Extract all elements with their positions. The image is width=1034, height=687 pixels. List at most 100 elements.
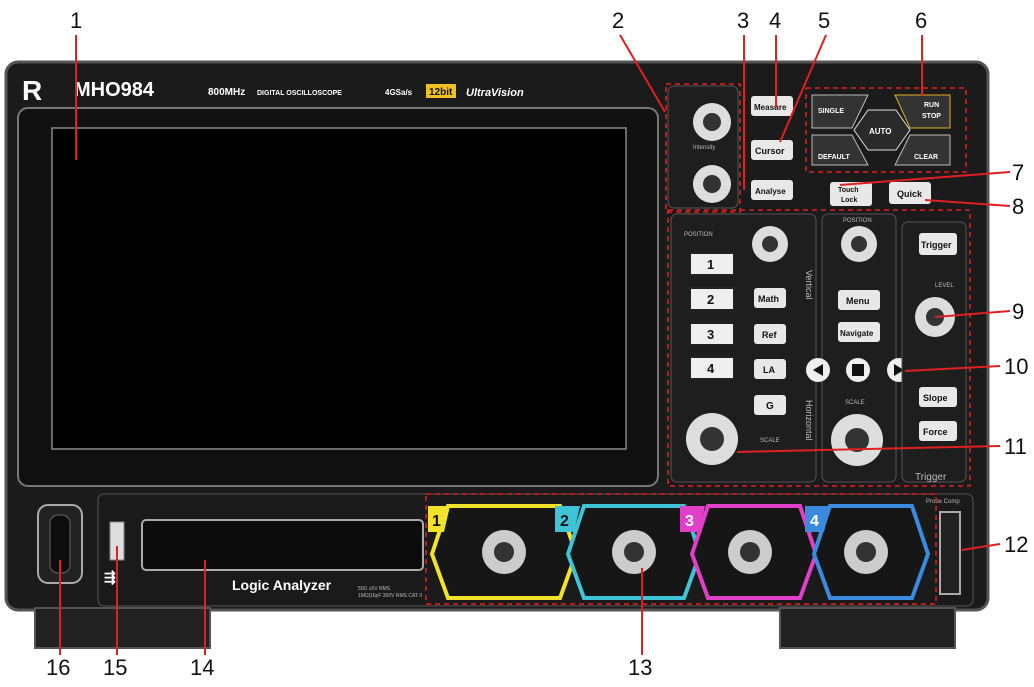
model-name: MHO984 — [74, 79, 155, 101]
menu-key[interactable] — [838, 290, 880, 310]
callout-frame-control-panel — [667, 209, 971, 487]
intensity-label: Intensity — [693, 145, 715, 151]
default-key-label: DEFAULT — [818, 154, 850, 161]
callout-12: 12 — [1004, 532, 1028, 557]
math-key-label: Math — [758, 294, 779, 304]
math-key[interactable] — [754, 288, 786, 308]
channel-1-input[interactable] — [429, 504, 579, 600]
force-key[interactable] — [919, 421, 957, 441]
run-control-cluster: SINGLE RUN STOP AUTO DEFAULT CLEAR — [811, 94, 951, 166]
logic-analyzer-label: Logic Analyzer — [232, 577, 332, 593]
callout-6: 6 — [915, 8, 927, 33]
callout-frame-knobs — [665, 83, 741, 213]
ch2-key[interactable] — [689, 287, 735, 311]
run-stop-key-label-2: STOP — [922, 113, 941, 120]
ch3-key[interactable] — [689, 322, 735, 346]
brand-logo: R — [22, 75, 42, 106]
channel-2-input[interactable] — [565, 504, 703, 600]
multipurpose-knob-b[interactable] — [693, 165, 731, 203]
horizontal-scale-label: SCALE — [845, 400, 865, 406]
run-stop-key[interactable] — [894, 94, 951, 129]
vertical-position-label: POSITION — [684, 232, 713, 238]
cursor-key[interactable] — [751, 140, 793, 160]
channel-3-number: 3 — [685, 513, 694, 530]
channel-3-input[interactable] — [689, 504, 819, 600]
analyse-key[interactable] — [751, 180, 793, 200]
horizontal-scale-knob[interactable] — [831, 414, 883, 466]
auto-key-label: AUTO — [869, 127, 892, 136]
callout-5: 5 — [818, 8, 830, 33]
ch1-key[interactable] — [689, 252, 735, 276]
callout-11: 11 — [1004, 434, 1027, 459]
logic-analyzer-port[interactable] — [141, 519, 424, 571]
channel-4-number: 4 — [810, 513, 819, 530]
callout-13: 13 — [628, 655, 652, 680]
touch-lock-label-2: Lock — [841, 197, 857, 204]
trigger-key-label: Trigger — [921, 240, 952, 250]
channel-1-number: 1 — [432, 513, 441, 530]
callout-4: 4 — [769, 8, 781, 33]
ch1-key-label: 1 — [707, 257, 714, 272]
product-type-label: DIGITAL OSCILLOSCOPE — [257, 90, 342, 97]
right-foot — [779, 607, 956, 649]
usb-icon: ⇶ — [104, 569, 116, 586]
measure-key-label: Measure — [754, 103, 787, 112]
sample-rate-label: 4GSa/s — [385, 88, 413, 97]
bandwidth-label: 800MHz — [208, 87, 245, 98]
touch-lock-label-1: Touch — [838, 187, 858, 194]
default-key[interactable] — [811, 134, 869, 166]
ch4-key[interactable] — [689, 356, 735, 380]
ref-key[interactable] — [754, 324, 786, 344]
trigger-key[interactable] — [919, 233, 957, 255]
quick-key[interactable] — [889, 182, 931, 204]
callout-8: 8 — [1012, 194, 1024, 219]
multipurpose-knob-a[interactable] — [693, 103, 731, 141]
single-key-label: SINGLE — [818, 108, 844, 115]
auto-key[interactable] — [853, 109, 911, 151]
vertical-scale-label: SCALE — [760, 438, 780, 444]
vertical-scale-knob[interactable] — [686, 413, 738, 465]
channel-3-tab — [680, 506, 705, 532]
channel-1-tab — [428, 506, 450, 532]
probe-comp-terminal[interactable] — [939, 511, 961, 595]
resolution-badge — [426, 84, 456, 98]
navigate-left-icon[interactable] — [806, 358, 830, 382]
navigate-stop-icon[interactable] — [846, 358, 870, 382]
run-stop-key-label-1: RUN — [924, 102, 939, 109]
trigger-level-label: LEVEL — [935, 283, 954, 289]
navigate-key[interactable] — [838, 322, 880, 342]
touch-display[interactable] — [51, 127, 627, 450]
slope-key[interactable] — [919, 387, 957, 407]
trigger-section-label: Trigger — [915, 472, 947, 483]
gen-key[interactable] — [754, 395, 786, 415]
measure-key[interactable] — [751, 96, 793, 116]
menu-key-label: Menu — [846, 296, 870, 306]
callout-16: 16 — [46, 655, 70, 680]
technology-logo: UltraVision — [466, 87, 524, 99]
callout-10: 10 — [1004, 354, 1028, 379]
callout-9: 9 — [1012, 299, 1024, 324]
channel-4-input[interactable] — [811, 504, 931, 600]
slope-key-label: Slope — [923, 393, 948, 403]
callout-frame-run-control — [805, 87, 967, 173]
ch2-key-label: 2 — [707, 292, 714, 307]
callout-leaders — [59, 34, 1011, 655]
channel-4-tab — [805, 506, 830, 532]
callout-7: 7 — [1012, 160, 1024, 185]
vertical-position-knob[interactable] — [752, 226, 788, 262]
horizontal-section-label: Horizontal — [804, 400, 814, 441]
trigger-section — [901, 221, 967, 483]
ch4-key-label: 4 — [707, 361, 715, 376]
ch3-key-label: 3 — [707, 327, 714, 342]
clear-key[interactable] — [894, 134, 951, 166]
ref-key-label: Ref — [762, 330, 778, 340]
resolution-badge-text: 12bit — [429, 87, 453, 98]
probe-comp-label: Probe Comp — [926, 499, 960, 505]
touch-lock-key[interactable] — [830, 182, 872, 206]
callout-14: 14 — [190, 655, 214, 680]
input-rating-line-1: 50Ω ≤5V RMS — [358, 586, 391, 592]
single-key[interactable] — [811, 94, 869, 129]
la-key[interactable] — [754, 359, 786, 379]
horizontal-position-knob[interactable] — [841, 226, 877, 262]
channel-2-tab — [555, 506, 580, 532]
